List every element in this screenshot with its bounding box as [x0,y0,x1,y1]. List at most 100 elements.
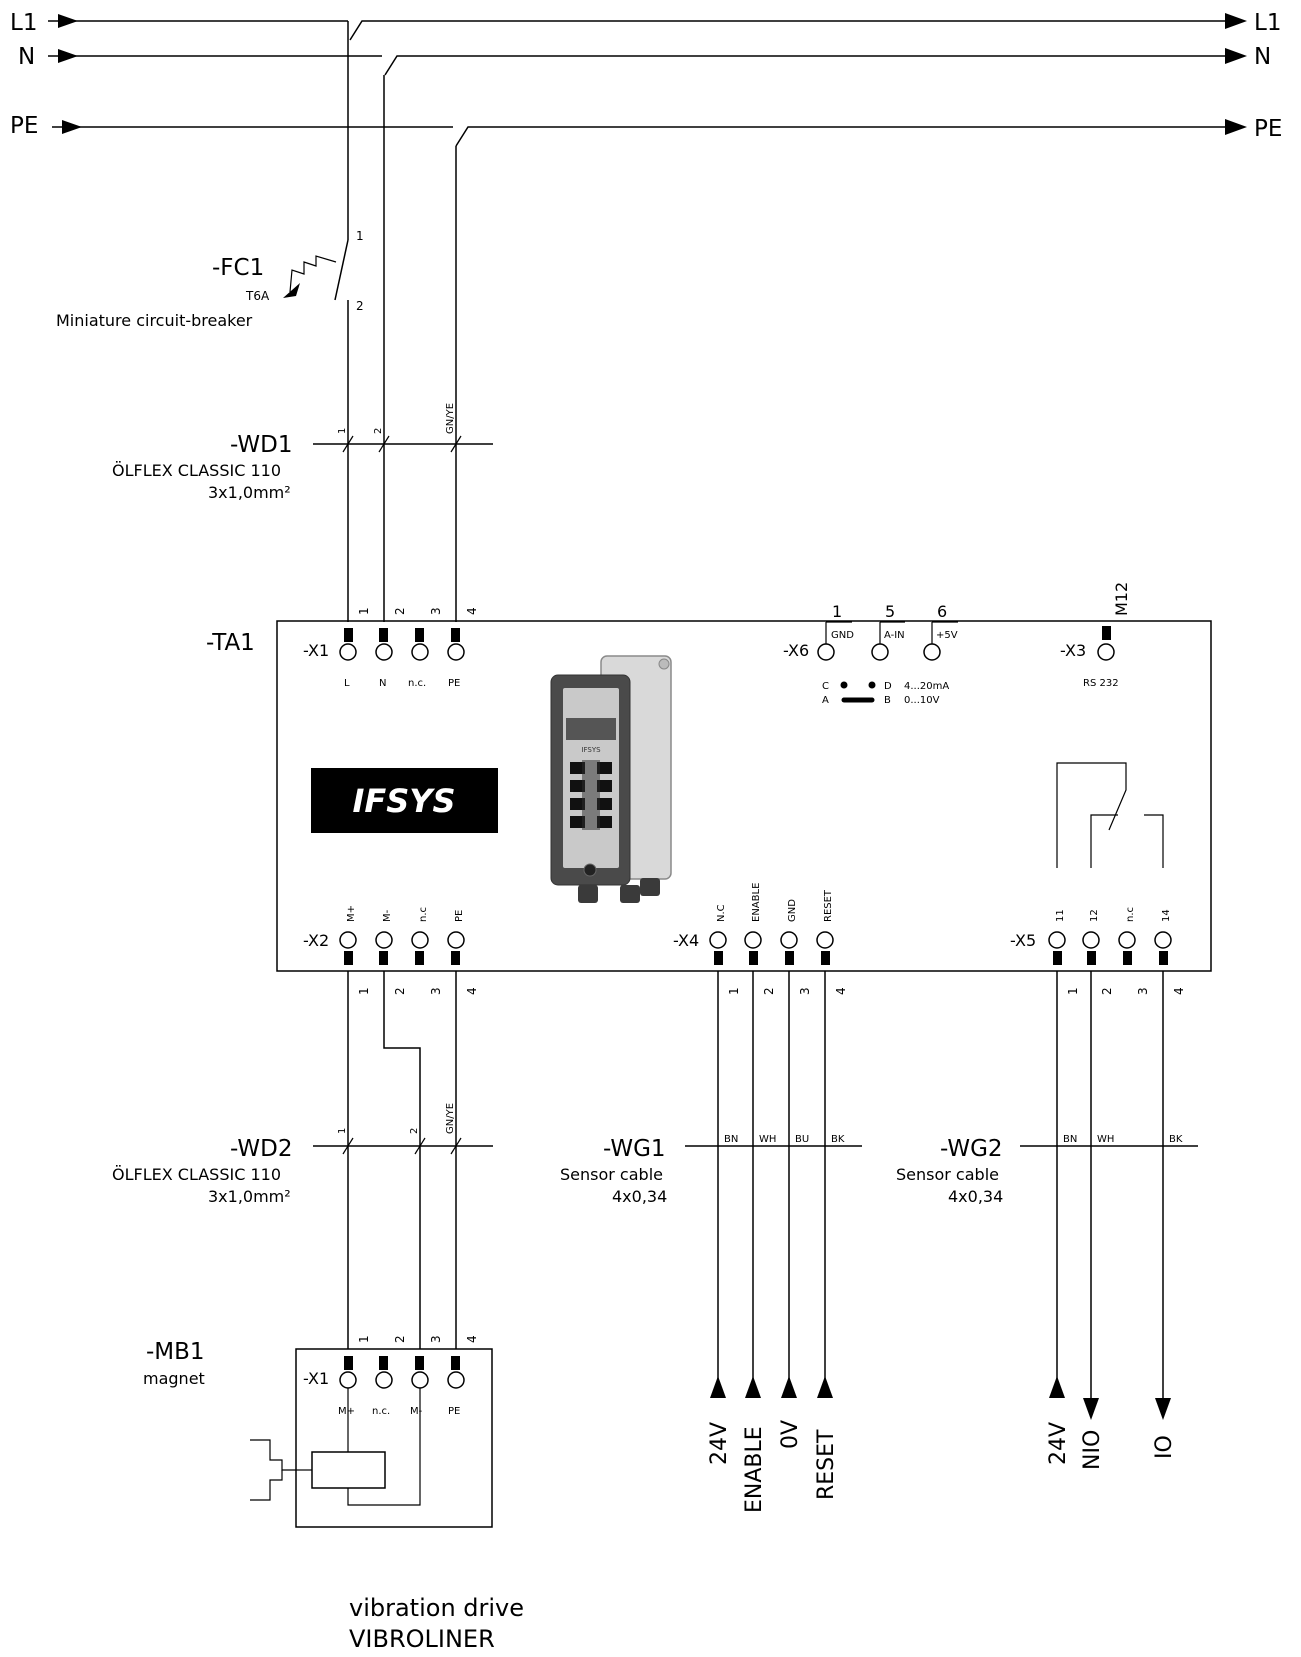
ta1-x4-pin-4: 4 [834,987,848,995]
ifsys-logo: IFSYS [311,768,498,833]
wg1-cable: BN WH BU BK -WG1 Sensor cable 4x0,34 24V… [560,971,862,1513]
ta1-x4-pin-2: 2 [762,987,776,995]
ta1-x6-pin-1: 1 [832,602,842,621]
ta1-x3-label: RS 232 [1083,678,1119,689]
wg2-cable: BN WH BK -WG2 Sensor cable 4x0,34 24V NI… [896,971,1198,1470]
ta1-x1-label-l: L [344,678,350,689]
wd1-spec: 3x1,0mm² [208,483,291,502]
supply-n-out-arrow [1225,48,1247,64]
ta1-x4-pin-3: 3 [798,987,812,995]
wd2-cable-type: ÖLFLEX CLASSIC 110 [112,1165,281,1184]
ta1-x1-terminal: -X1 1 2 3 4 L N n.c. PE [303,607,479,689]
wd2-core-1: 1 [337,1128,348,1134]
wg2-signal-io: IO [1152,1435,1177,1459]
wd1-tag: -WD1 [230,432,292,458]
ta1-x4-label-reset: RESET [823,889,834,922]
wg1-signal-enable: ENABLE [742,1426,767,1513]
supply-n-left-label: N [18,44,35,70]
mb1-enclosure [295,1348,493,1528]
wd2-spec: 3x1,0mm² [208,1187,291,1206]
wd2-cable: 1 2 GN/YE -WD2 ÖLFLEX CLASSIC 110 3x1,0m… [112,1103,493,1206]
ta1-relay-contact [1056,762,1164,868]
ta1-x6-jumper-c: C [822,681,829,692]
wg2-cable-type: Sensor cable [896,1165,999,1184]
ta1-x4-label-enable: ENABLE [751,883,762,922]
mb1-x1-pin-4: 4 [465,1335,479,1343]
wd2-core-2: 2 [409,1128,420,1134]
ta1-x6-jumper-d: D [884,681,892,692]
ta1-x6-pin-6: 6 [937,602,947,621]
mb1-magnet: -MB1 magnet -X1 1 2 3 4 M+ n.c. M- PE [143,1335,493,1528]
fc1-description: Miniature circuit-breaker [56,311,253,330]
supply-drops [347,21,457,622]
fc1-pin-top: 1 [356,229,364,243]
wd1-cable: 1 2 GN/YE -WD1 ÖLFLEX CLASSIC 110 3x1,0m… [112,403,493,502]
device-brand-label: IFSYS [581,746,601,754]
ta1-x1-label-nc: n.c. [408,678,426,689]
mb1-tag: -MB1 [146,1339,205,1365]
supply-l1-left-label: L1 [10,10,37,36]
mb1-x1-pin-1: 1 [357,1335,371,1343]
ta1-x4-label-gnd: GND [787,899,798,922]
fc1-pin-bottom: 2 [356,299,364,313]
ta1-x3-tag: -X3 [1060,641,1086,660]
supply-pe-out-arrow [1225,119,1247,135]
ta1-x5-terminal: -X5 11 12 n.c 14 1 2 3 4 [1010,907,1186,995]
ta1-x2-label-mplus: M+ [346,905,357,922]
supply-l1-out-arrow [1225,13,1247,29]
ta1-x4-terminal: -X4 N.C ENABLE GND RESET 1 2 3 4 [673,883,848,995]
ta1-x5-pin-1: 1 [1066,987,1080,995]
ta1-x6-label-gnd: GND [831,630,854,641]
ta1-x1-pin-2: 2 [393,607,407,615]
ta1-x6-tag: -X6 [783,641,809,660]
ta1-x5-tag: -X5 [1010,931,1036,950]
ta1-x6-jumper-b: B [884,695,891,706]
ta1-x2-pin-3: 3 [429,987,443,995]
wg2-color-bk: BK [1169,1134,1183,1145]
ta1-x6-pin-5: 5 [885,602,895,621]
supply-l1-right-label: L1 [1254,10,1281,36]
ta1-x6-range-voltage: 0...10V [904,695,940,706]
wg1-color-bu: BU [795,1134,809,1145]
ta1-x6-range-current: 4...20mA [904,681,949,692]
footer-line-2: VIBROLINER [349,1625,495,1653]
supply-n-right-label: N [1254,44,1271,70]
ta1-x2-tag: -X2 [303,931,329,950]
fc1-trip-arrow [283,283,300,298]
wg2-tag: -WG2 [940,1136,1003,1162]
ta1-x2-label-mminus: M- [382,909,393,922]
wg1-tag: -WG1 [603,1136,666,1162]
ta1-tag: -TA1 [206,630,255,656]
wg2-signal-nio: NIO [1080,1430,1105,1470]
ta1-x1-label-n: N [379,678,386,689]
ta1-x5-label-nc: n.c [1125,907,1136,922]
ta1-x2-label-pe: PE [454,910,465,922]
wg1-color-bn: BN [724,1134,738,1145]
wd1-core-gnye: GN/YE [445,403,456,434]
motor-wires [347,971,457,1349]
ta1-x5-pin-3: 3 [1136,987,1150,995]
ta1-enclosure [276,620,1212,972]
wg2-spec: 4x0,34 [948,1187,1003,1206]
wd2-core-gnye: GN/YE [445,1103,456,1134]
ta1-x1-label-pe: PE [448,678,460,689]
ta1-x4-tag: -X4 [673,931,699,950]
mb1-vibration-symbol [250,1439,296,1471]
ta1-x5-label-11: 11 [1055,909,1066,922]
ifsys-logo-text: IFSYS [352,782,455,820]
supply-pe-right-label: PE [1254,116,1282,142]
mb1-x1-label-nc: n.c. [372,1406,390,1417]
wg1-color-wh: WH [759,1134,776,1145]
ta1-x6-jumper-a: A [822,695,829,706]
mb1-x1-pin-2: 2 [393,1335,407,1343]
ta1-x1-pin-1: 1 [357,607,371,615]
ta1-x2-pin-1: 1 [357,987,371,995]
wg2-color-wh: WH [1097,1134,1114,1145]
controller-device-image: IFSYS [550,655,672,903]
mb1-coil [311,1451,386,1489]
footer-line-1: vibration drive [349,1594,524,1622]
wg1-color-bk: BK [831,1134,845,1145]
mb1-x1-label-mplus: M+ [338,1406,355,1417]
wd1-core-1: 1 [337,428,348,434]
